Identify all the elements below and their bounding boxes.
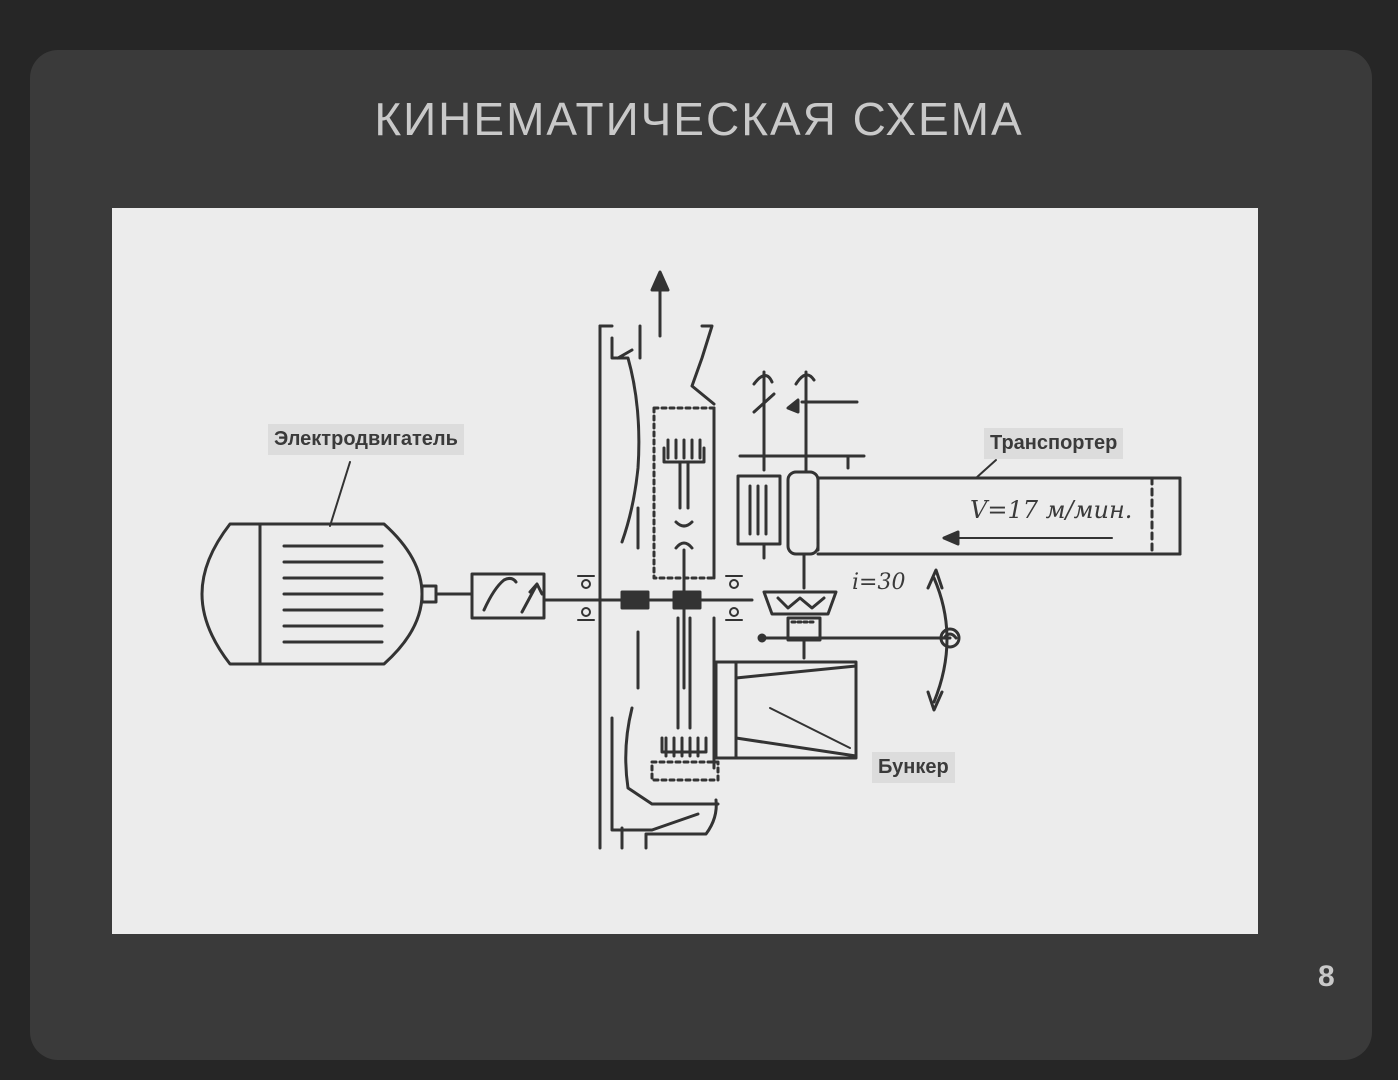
main-shaft — [542, 590, 754, 610]
slide-title: КИНЕМАТИЧЕСКАЯ СХЕМА — [374, 93, 1024, 145]
diagram-card: Электродвигатель Транспортер Бункер V=17… — [112, 208, 1258, 934]
bearings — [577, 575, 743, 621]
conveyor — [786, 470, 1182, 590]
speed-formula: V=17 м/мин. — [970, 496, 1133, 524]
page-number: 8 — [1318, 960, 1335, 993]
motor-leader-line — [329, 461, 351, 527]
electric-motor — [200, 522, 474, 666]
bunker-label: Бункер — [872, 752, 955, 783]
kinematic-diagram — [200, 270, 1182, 850]
bunker — [714, 660, 858, 760]
air-outlet-arrow — [650, 270, 670, 338]
conveyor-leader-line — [975, 459, 997, 479]
rotation-arrows — [926, 568, 949, 712]
motor-label: Электродвигатель — [268, 424, 464, 455]
fan-housing — [598, 324, 720, 850]
coupling — [470, 572, 546, 620]
gear-shafts — [736, 370, 866, 560]
conveyor-label: Транспортер — [984, 428, 1124, 459]
worm-gear — [757, 590, 961, 660]
ratio-formula: i=30 — [852, 570, 906, 595]
